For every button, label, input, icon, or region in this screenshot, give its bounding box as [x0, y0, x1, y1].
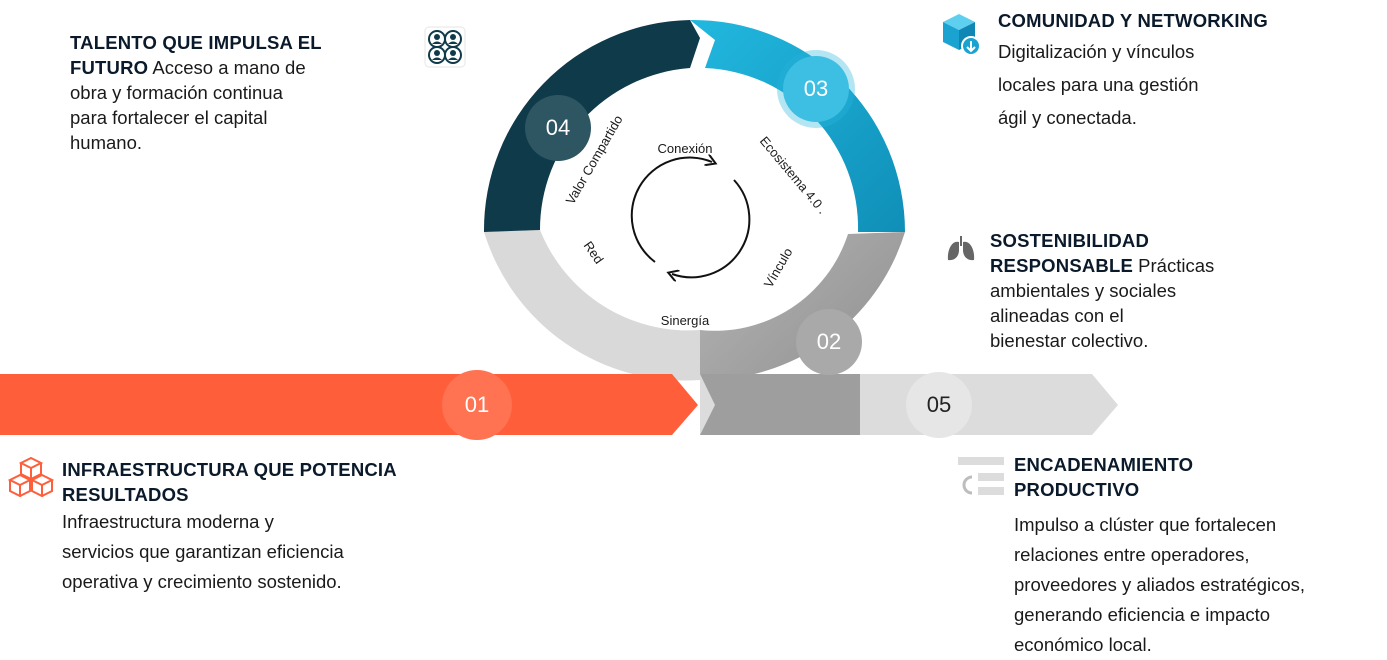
block-title: PRODUCTIVO: [1014, 479, 1140, 500]
block-desc: Prácticas: [1138, 255, 1215, 276]
block-encadenamiento: ENCADENAMIENTO PRODUCTIVO: [1014, 452, 1384, 502]
block-title: TALENTO QUE IMPULSA EL: [70, 32, 322, 53]
block-desc: locales para una gestión: [998, 74, 1199, 95]
arrow-orange: [0, 374, 698, 435]
cubes-icon: [7, 455, 55, 502]
cycle-arrow-top: [630, 158, 712, 263]
block-desc: Impulso a clúster que fortalecen: [1014, 514, 1277, 535]
ring-label-vinculo: Vínculo: [761, 245, 796, 290]
ring-segment-navy: [483, 20, 700, 232]
block-title: RESULTADOS: [62, 484, 189, 505]
step-number: 05: [926, 392, 952, 417]
step-circle-01: 01: [442, 370, 512, 440]
block-desc: económico local.: [1014, 634, 1152, 655]
step-number: 04: [545, 115, 571, 140]
block-desc: Infraestructura moderna y: [62, 511, 274, 532]
block-comunidad: COMUNIDAD Y NETWORKING Digitalización y …: [998, 8, 1378, 134]
block-desc: generando eficiencia e impacto: [1014, 604, 1271, 625]
block-desc: ambientales y sociales: [990, 280, 1177, 301]
ring-segment-cyan: [690, 19, 905, 232]
ring-segment-light: [484, 230, 700, 381]
ring-label-sinergia: Sinergía: [661, 313, 710, 328]
block-title: COMUNIDAD Y NETWORKING: [998, 10, 1268, 31]
step-number: 01: [464, 392, 490, 417]
block-desc: obra y formación continua: [70, 82, 283, 103]
step-circle-03: 03: [783, 56, 849, 122]
block-title: FUTURO: [70, 57, 149, 78]
block-desc: alineadas con el: [990, 305, 1124, 326]
block-talento: TALENTO QUE IMPULSA EL FUTURO Acceso a m…: [70, 30, 410, 155]
step-circle-04: 04: [525, 95, 591, 161]
ring-label-conexion: Conexión: [658, 141, 713, 156]
block-desc: Acceso a mano de: [152, 57, 306, 78]
lungs-icon: [944, 232, 978, 271]
block-desc: bienestar colectivo.: [990, 330, 1149, 351]
block-desc: para fortalecer el capital: [70, 107, 268, 128]
step-circle-02: 02: [796, 309, 862, 375]
step-circle-05: 05: [906, 372, 972, 438]
block-infraestructura: INFRAESTRUCTURA QUE POTENCIA RESULTADOS …: [62, 457, 492, 597]
block-title: SOSTENIBILIDAD: [990, 230, 1150, 251]
ring-label-red: Red: [581, 238, 607, 266]
box-download-icon: [935, 8, 985, 63]
block-desc: operativa y crecimiento sostenido.: [62, 571, 342, 592]
block-title: INFRAESTRUCTURA QUE POTENCIA: [62, 459, 397, 480]
block-sostenibilidad: SOSTENIBILIDAD RESPONSABLE Prácticas amb…: [990, 228, 1290, 353]
block-encadenamiento-desc: Impulso a clúster que fortalecen relacio…: [1014, 510, 1384, 660]
block-desc: relaciones entre operadores,: [1014, 544, 1250, 565]
cycle-arrow-bottom: [672, 179, 751, 277]
block-title: RESPONSABLE: [990, 255, 1134, 276]
block-desc: humano.: [70, 132, 142, 153]
block-desc: servicios que garantizan eficiencia: [62, 541, 344, 562]
step-number: 02: [816, 329, 842, 354]
chain-icon: [956, 455, 1006, 506]
people-group-icon: [424, 26, 466, 73]
block-desc: Digitalización y vínculos: [998, 41, 1195, 62]
block-title: ENCADENAMIENTO: [1014, 454, 1194, 475]
step-number: 03: [803, 76, 829, 101]
block-desc: proveedores y aliados estratégicos,: [1014, 574, 1306, 595]
arrow-dark-overlap: [700, 374, 860, 435]
ring-label-ecosistema: Ecosistema 4.0 .: [757, 133, 830, 216]
block-desc: ágil y conectada.: [998, 107, 1137, 128]
